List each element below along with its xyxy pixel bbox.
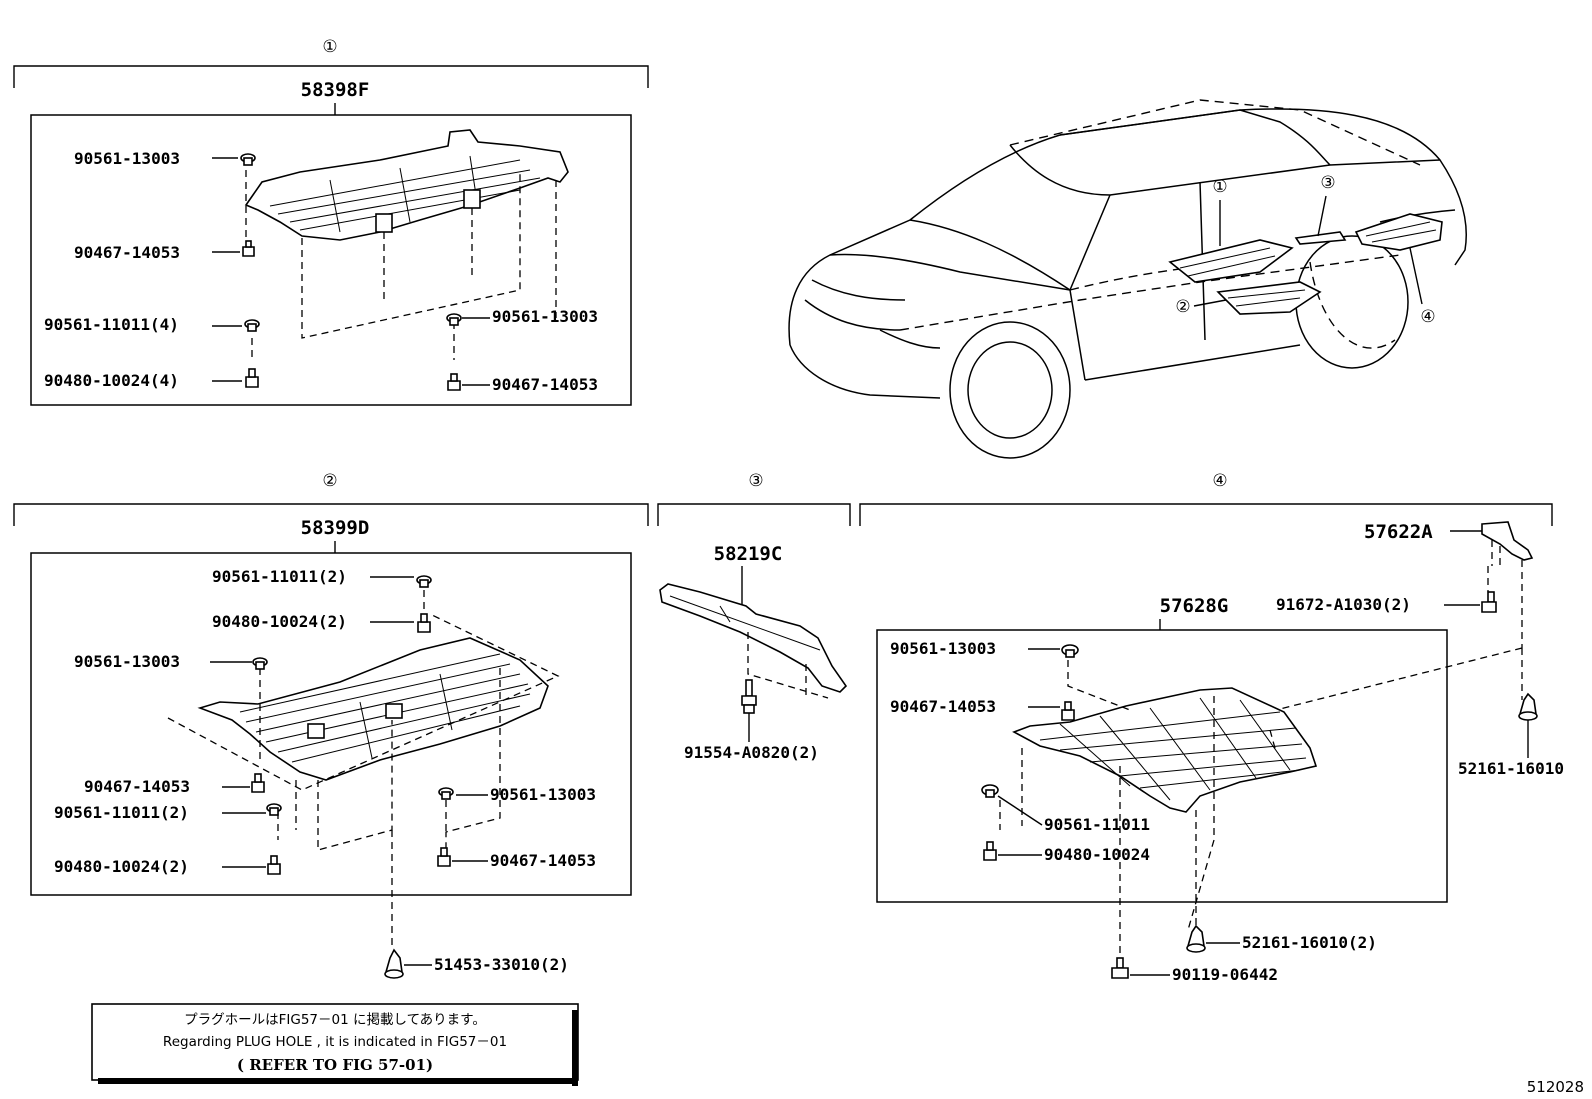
part-90561-13003-b[interactable]: 90561-13003 <box>490 785 596 804</box>
group-3-number: ③ <box>748 471 763 491</box>
part-90561-11011[interactable]: 90561-11011 <box>1044 815 1150 834</box>
diagram-id: 512028 <box>1527 1078 1584 1096</box>
vehicle-illustration: ① ② ③ ④ <box>788 99 1467 459</box>
note-refer[interactable]: ( REFER TO FIG 57-01) <box>237 1056 433 1074</box>
note-japanese: プラグホールはFIG57－01 に掲載してあります。 <box>184 1012 486 1028</box>
group-1: ① 58398F 90561-13003 90467-14053 90 <box>13 37 649 406</box>
part-90561-11011-b[interactable]: 90561-11011(2) <box>54 803 189 822</box>
group-2: ② 58399D 90561-11011(2) 90480-1002 <box>13 471 649 979</box>
part-90119-06442[interactable]: 90119-06442 <box>1172 965 1278 984</box>
assembly-57628G[interactable]: 57628G <box>1160 595 1229 617</box>
part-91554-A0820[interactable]: 91554-A0820(2) <box>684 743 819 762</box>
under-cover-part-58398F[interactable] <box>244 129 569 241</box>
assembly-58399D[interactable]: 58399D <box>301 517 370 539</box>
part-91672-A1030[interactable]: 91672-A1030(2) <box>1276 595 1411 614</box>
part-52161-16010-b[interactable]: 52161-16010(2) <box>1242 933 1377 952</box>
car-callout-3: ③ <box>1320 173 1335 193</box>
group-4: ④ 57622A 57628G <box>859 471 1564 984</box>
part-52161-16010[interactable]: 52161-16010 <box>1458 759 1564 778</box>
assembly-57622A[interactable]: 57622A <box>1364 521 1433 543</box>
part-90480-10024[interactable]: 90480-10024(4) <box>44 371 179 390</box>
part-90480-10024[interactable]: 90480-10024 <box>1044 845 1150 864</box>
bracket-part-57622A[interactable] <box>1481 521 1534 561</box>
part-90480-10024[interactable]: 90480-10024(2) <box>212 612 347 631</box>
group-1-box <box>30 114 632 406</box>
part-90561-11011[interactable]: 90561-11011(2) <box>212 567 347 586</box>
part-90561-11011[interactable]: 90561-11011(4) <box>44 315 179 334</box>
part-90467-14053-b[interactable]: 90467-14053 <box>492 375 598 394</box>
part-90467-14053[interactable]: 90467-14053 <box>74 243 180 262</box>
car-callout-4: ④ <box>1420 307 1435 327</box>
group-4-box <box>876 629 1448 903</box>
assembly-58398F[interactable]: 58398F <box>301 79 370 101</box>
part-90467-14053[interactable]: 90467-14053 <box>890 697 996 716</box>
car-callout-1: ① <box>1212 177 1227 197</box>
group-2-box <box>30 552 632 896</box>
under-cover-part-58399D[interactable] <box>197 637 549 781</box>
part-90561-13003-b[interactable]: 90561-13003 <box>492 307 598 326</box>
part-90561-13003[interactable]: 90561-13003 <box>74 149 180 168</box>
part-90467-14053[interactable]: 90467-14053 <box>84 777 190 796</box>
car-callout-2: ② <box>1175 297 1190 317</box>
part-90561-13003[interactable]: 90561-13003 <box>74 652 180 671</box>
group-3: ③ 58219C 91554-A0820(2) <box>657 471 851 762</box>
part-90480-10024-b[interactable]: 90480-10024(2) <box>54 857 189 876</box>
part-51453-33010[interactable]: 51453-33010(2) <box>434 955 569 974</box>
bracket-part-58219C[interactable] <box>659 583 848 693</box>
part-90561-13003[interactable]: 90561-13003 <box>890 639 996 658</box>
assembly-58219C[interactable]: 58219C <box>714 543 783 565</box>
part-90467-14053-b[interactable]: 90467-14053 <box>490 851 596 870</box>
group-2-number: ② <box>322 471 337 491</box>
plug-hole-note: プラグホールはFIG57－01 に掲載してあります。 Regarding PLU… <box>91 1003 579 1086</box>
group-4-number: ④ <box>1212 471 1227 491</box>
group-1-number: ① <box>322 37 337 57</box>
note-english: Regarding PLUG HOLE , it is indicated in… <box>163 1034 507 1050</box>
